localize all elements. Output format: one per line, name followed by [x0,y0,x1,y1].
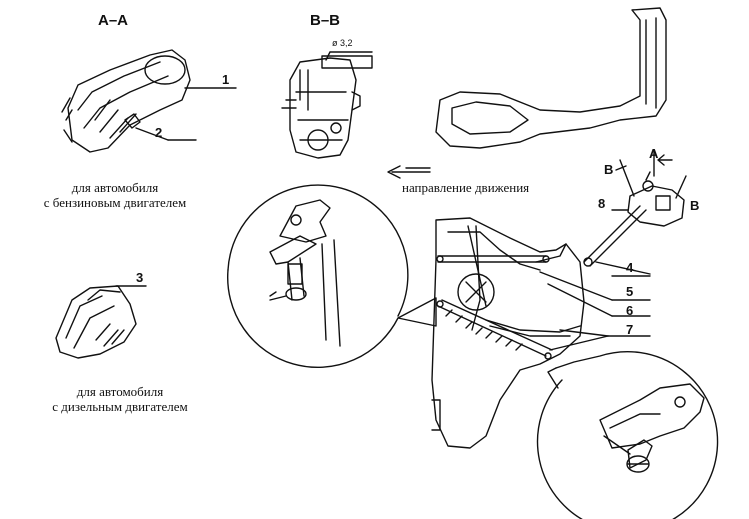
detail-circle-right [538,352,718,519]
caption-diesel-line2: с дизельным двигателем [52,399,188,414]
callout-7: 7 [626,322,634,337]
callout-8: 8 [598,196,606,211]
caption-petrol: для автомобиля с бензиновым двигателем [20,180,210,210]
section-mark-b-right: B [690,198,700,213]
section-bb-regulator [282,52,372,158]
callout-5: 5 [626,284,634,299]
direction-arrow [388,166,430,178]
callout-6: 6 [626,303,634,318]
callout-leaders [540,210,650,350]
callout-4: 4 [626,260,634,275]
callout-1: 1 [222,72,230,87]
section-aa-petrol-bracket [62,50,236,152]
callout-2: 2 [155,125,163,140]
section-mark-b-left: B [604,162,614,177]
rear-body-outline [436,8,666,148]
regulator-link-rod [584,206,646,266]
detail-circle-left [228,185,436,367]
section-mark-a: A [649,146,659,161]
section-label-aa: A–A [98,12,129,29]
caption-direction: направление движения [402,180,530,195]
caption-petrol-line1: для автомобиля [71,180,159,195]
callout-3: 3 [136,270,144,285]
rear-suspension-assembly [432,218,584,448]
dimension-label: ø 3,2 [332,38,353,48]
caption-diesel: для автомобиля с дизельным двигателем [20,384,220,414]
diesel-engine-bracket [56,286,146,358]
section-label-bb: B–B [310,12,341,29]
pressure-regulator [616,150,686,226]
caption-petrol-line2: с бензиновым двигателем [43,195,187,210]
caption-diesel-line1: для автомобиля [76,384,164,399]
